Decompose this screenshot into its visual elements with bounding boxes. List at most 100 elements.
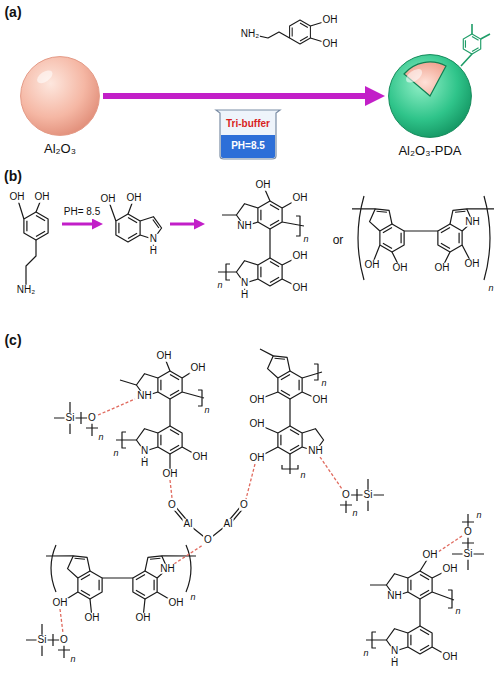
label-anchor: O bbox=[239, 500, 249, 511]
label-anchor: NH bbox=[307, 446, 323, 457]
chemical-structure bbox=[24, 212, 48, 240]
label-anchor: (a) bbox=[3, 5, 22, 20]
repeat-index: n bbox=[487, 284, 494, 293]
hydrogen-bond bbox=[60, 609, 63, 633]
label-anchor: OH bbox=[34, 192, 51, 203]
label-anchor: NH bbox=[464, 216, 480, 227]
atom-label: OH bbox=[249, 453, 266, 464]
label-anchor: O bbox=[463, 527, 473, 538]
chemical-structure bbox=[127, 568, 163, 603]
label-anchor: NH₂ bbox=[240, 29, 260, 40]
atom-label: NH₂ bbox=[16, 285, 36, 296]
alumina-sphere: Al₂O₃ bbox=[20, 56, 100, 157]
chemical-structure bbox=[408, 571, 432, 599]
chemical-structure bbox=[258, 201, 282, 229]
chemical-structure bbox=[432, 221, 468, 256]
atom-label: OH bbox=[292, 283, 309, 294]
hydrogen-bond bbox=[246, 464, 255, 499]
label-anchor: NH bbox=[159, 563, 175, 574]
label-anchor: OH bbox=[192, 452, 209, 463]
label-anchor: OH bbox=[190, 363, 207, 374]
panel-letter: (b) bbox=[3, 169, 23, 184]
atom-label: OH bbox=[322, 39, 339, 50]
label-anchor: OH bbox=[464, 259, 481, 270]
label-anchor: (c) bbox=[3, 333, 22, 348]
core-cutaway bbox=[404, 62, 446, 96]
atom-label: OH bbox=[192, 452, 209, 463]
atom-label: O bbox=[167, 500, 177, 511]
material-label: Al₂O₃-PDA bbox=[388, 144, 472, 159]
material-label: Al₂O₃ bbox=[20, 142, 100, 157]
atom-label: Al bbox=[223, 519, 234, 530]
sphere-highlight bbox=[404, 66, 425, 85]
reaction-arrow bbox=[62, 223, 194, 226]
label-anchor: n bbox=[97, 433, 104, 442]
label-anchor: n bbox=[302, 235, 309, 244]
repeat-index: n bbox=[320, 379, 327, 388]
atom-label: OH bbox=[292, 193, 309, 204]
reaction-arrow bbox=[62, 223, 92, 226]
label-anchor: OH bbox=[84, 613, 101, 624]
label-anchor: OH bbox=[322, 15, 339, 26]
repeat-index: n bbox=[69, 655, 76, 664]
hydrogen-bond bbox=[320, 457, 342, 489]
label-anchor: PH= 8.5 bbox=[63, 207, 101, 218]
label-anchor: Al bbox=[183, 519, 194, 530]
atom-label: OH bbox=[168, 598, 185, 609]
sphere-body bbox=[389, 55, 472, 138]
chemical-structure bbox=[263, 350, 293, 380]
atom-label: OH bbox=[100, 194, 117, 205]
hydrogen-bond bbox=[98, 399, 135, 415]
label-anchor: H bbox=[240, 290, 249, 301]
coating-catechol bbox=[463, 34, 480, 54]
label-anchor: OH bbox=[52, 598, 69, 609]
sphere-outline bbox=[388, 54, 472, 138]
ph-label: PH=8.5 bbox=[231, 140, 265, 152]
chemical-structure bbox=[158, 371, 182, 399]
conjunction-word: or bbox=[332, 234, 345, 247]
label-anchor: n bbox=[216, 281, 223, 290]
repeat-index: n bbox=[475, 511, 482, 520]
label-anchor: OH bbox=[434, 263, 451, 274]
repeat-index: n bbox=[189, 593, 196, 602]
label-anchor: NH bbox=[236, 221, 252, 232]
atom-label: OH bbox=[135, 613, 152, 624]
label-anchor: Si bbox=[363, 490, 374, 501]
label-anchor: n bbox=[487, 284, 494, 293]
label-anchor: OH bbox=[168, 598, 185, 609]
chemical-structure bbox=[278, 426, 302, 454]
label-anchor: OH bbox=[255, 180, 272, 191]
label-anchor: H bbox=[149, 246, 158, 257]
chemical-structure bbox=[26, 624, 70, 658]
atom-label: NH bbox=[136, 391, 152, 402]
label-anchor: OH bbox=[126, 193, 143, 204]
label-anchor: NH bbox=[136, 391, 152, 402]
label-anchor: n bbox=[69, 655, 76, 664]
atom-label: OH bbox=[162, 469, 179, 480]
atom-label: OH bbox=[34, 192, 51, 203]
atom-label: NH bbox=[464, 216, 480, 227]
coating-catechol bbox=[461, 24, 490, 66]
buffer-liquid bbox=[221, 135, 275, 158]
repeat-index: n bbox=[299, 471, 306, 480]
atom-label: OH bbox=[249, 419, 266, 430]
chemical-structure bbox=[365, 203, 395, 233]
atom-label: OH bbox=[126, 193, 143, 204]
beaker-glass bbox=[216, 110, 280, 159]
hydrogen-bond bbox=[438, 536, 462, 552]
atom-label: O bbox=[463, 527, 473, 538]
label-anchor: OH bbox=[422, 550, 439, 561]
atom-label: OH bbox=[52, 598, 69, 609]
chemical-structure bbox=[366, 632, 450, 663]
repeat-index: n bbox=[302, 235, 309, 244]
chemical-structure bbox=[257, 349, 322, 426]
chemical-structure bbox=[72, 568, 108, 603]
atom-label: OH bbox=[364, 260, 381, 271]
label-anchor: n bbox=[454, 607, 461, 616]
label-anchor: n bbox=[189, 593, 196, 602]
chemical-structure bbox=[374, 221, 410, 256]
chemical-structure bbox=[108, 198, 153, 251]
chemical-structure bbox=[272, 368, 308, 403]
atom-label: H bbox=[140, 458, 149, 469]
